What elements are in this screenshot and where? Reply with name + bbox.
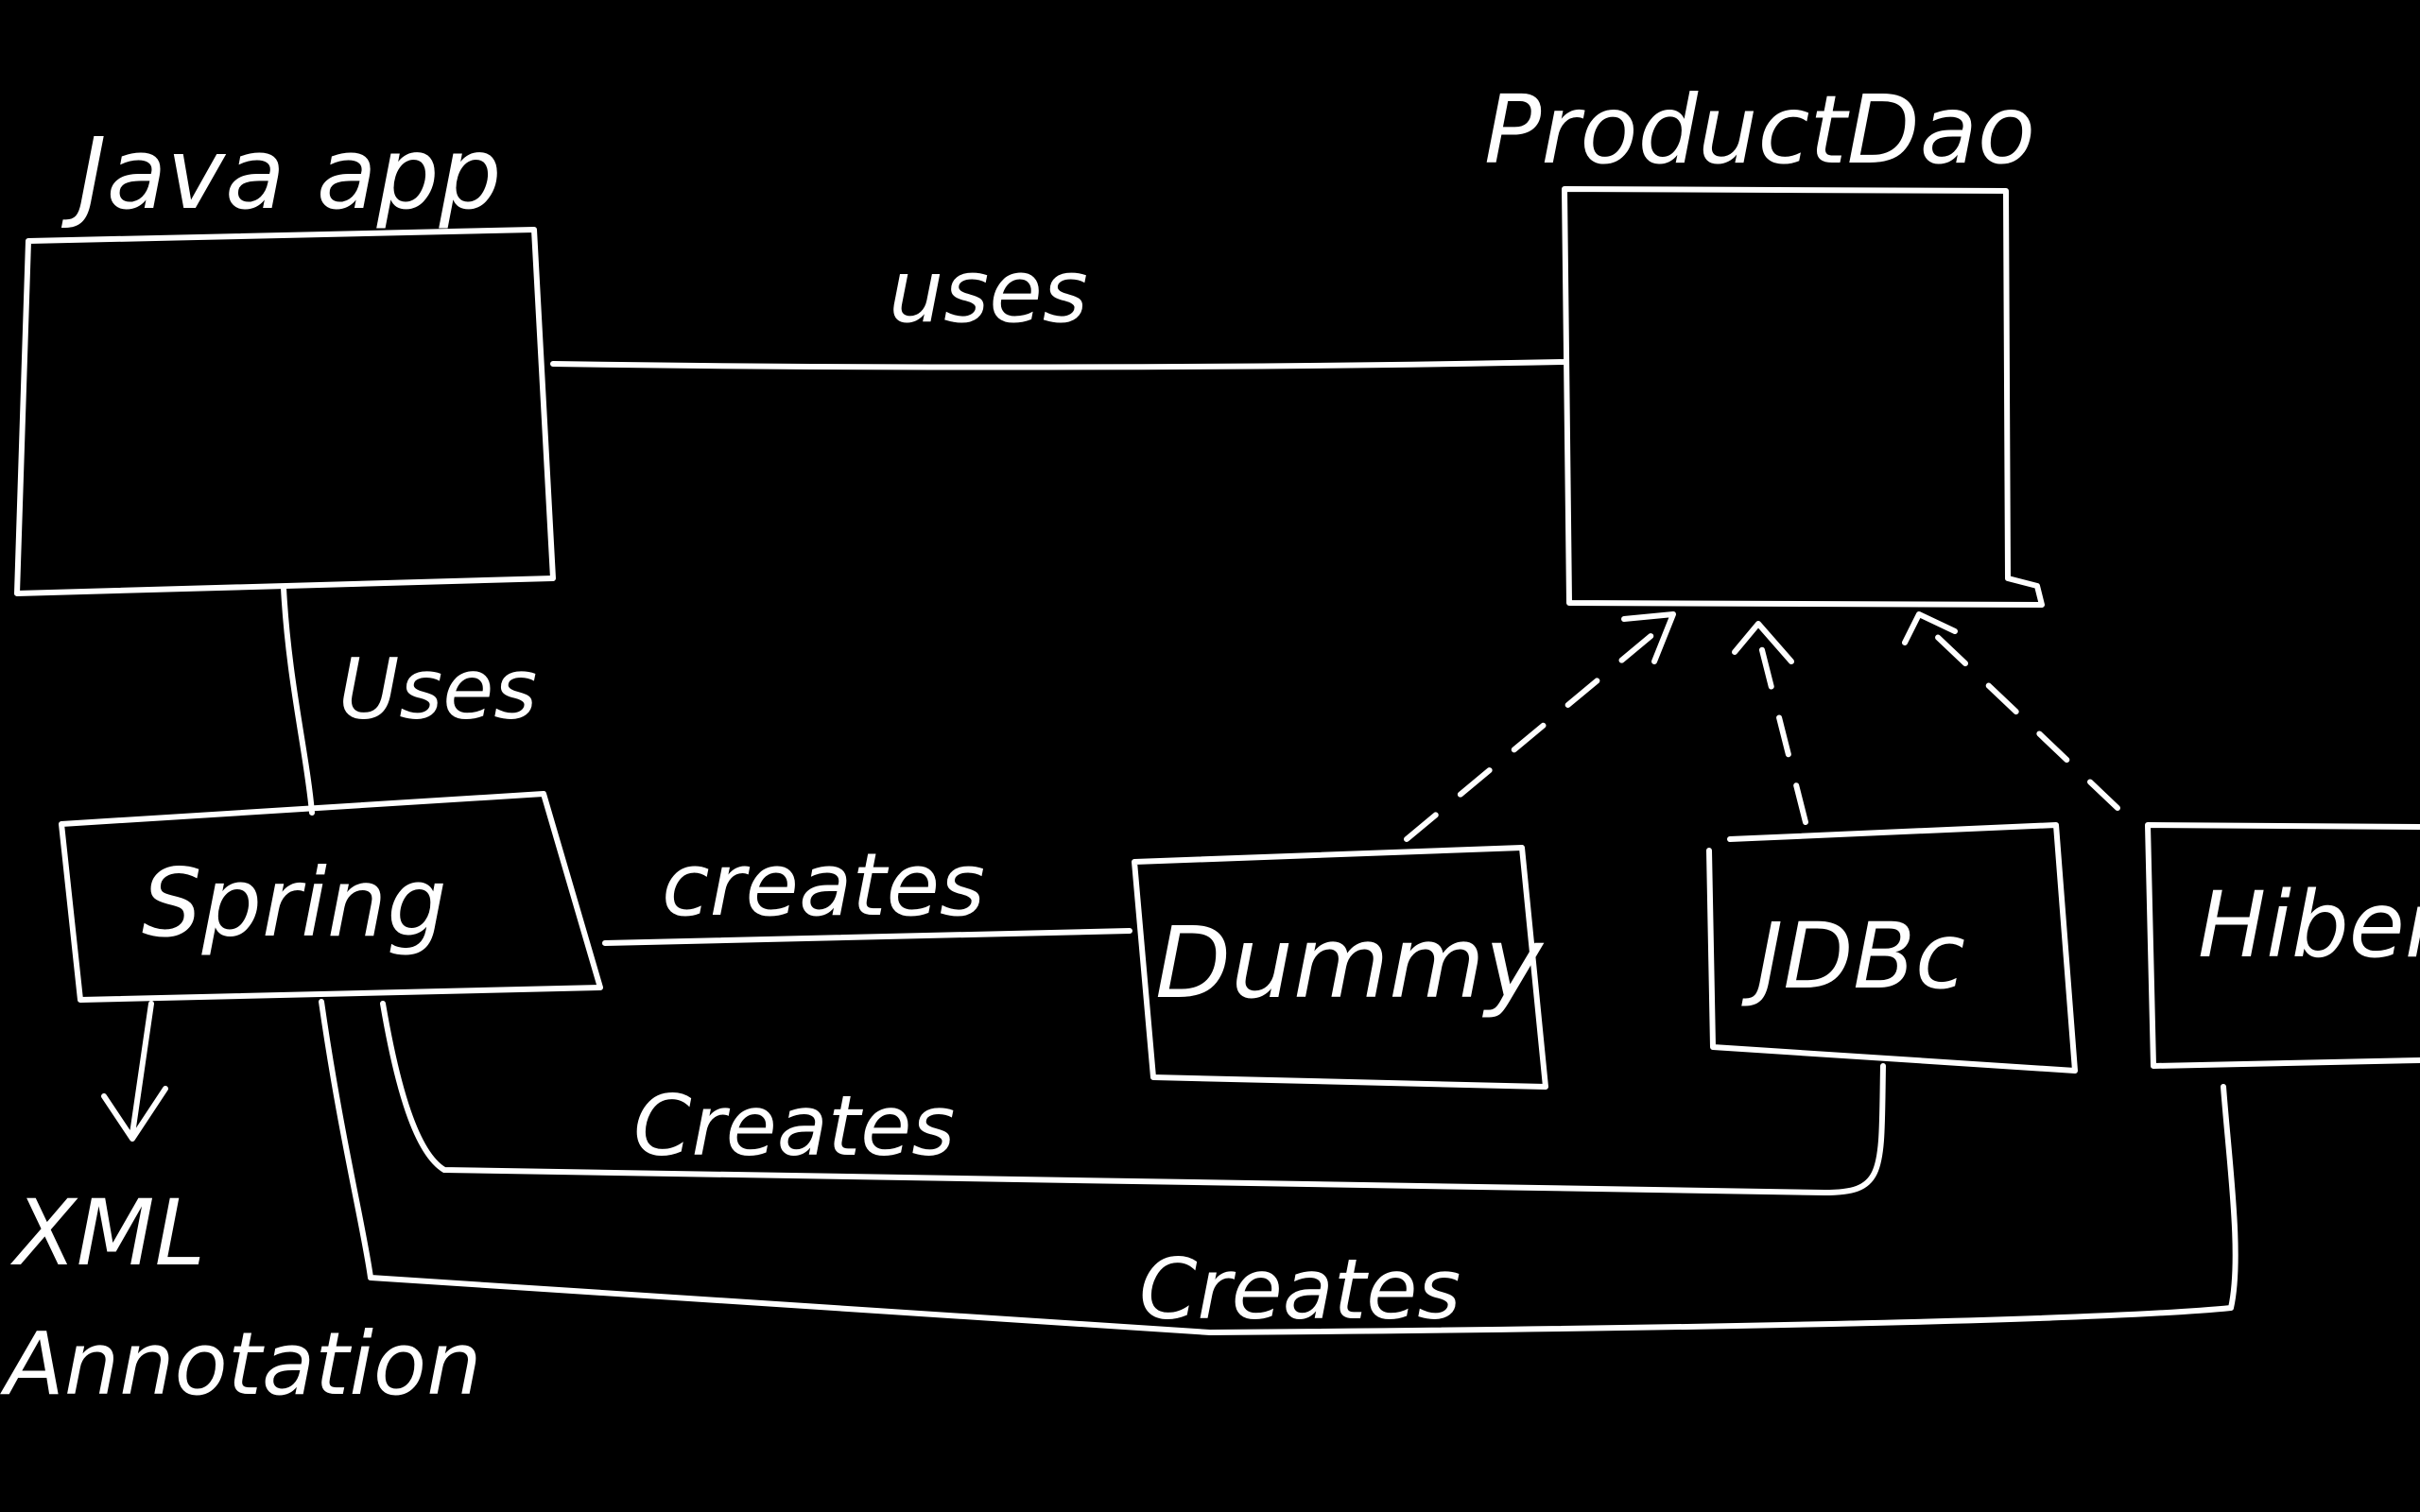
hibernate-title: Hiber [2198,872,2420,978]
creates-dummy-connector [602,928,1132,946]
hibernate-implements-dashed [1926,626,2120,811]
spring-title: Spring [142,848,447,958]
dummy-title: Dummy [1155,905,1545,1021]
java-app-title: Java app [60,116,502,232]
jdbc-box [1706,822,2078,1074]
uses-spring-connector [281,585,315,816]
hibernate-box [2145,822,2420,1069]
jdbc-arrowhead [1732,621,1794,664]
dummy-implements-dashed [1404,616,1674,842]
dummy-box [1132,845,1548,1090]
config-arrow [101,1001,168,1142]
uses-dao-label: uses [889,241,1088,342]
xml-label: XML [9,1180,205,1286]
creates-jdbc-connector [380,1001,1886,1195]
spring-box [59,791,603,1003]
hibernate-arrowhead [1902,611,1958,645]
product-dao-box [1562,186,2045,608]
creates-hibernate-label: Creates [1139,1241,1461,1338]
annotation-label: Annotation [0,1314,482,1415]
jdbc-implements-dashed [1757,640,1808,825]
dummy-arrowhead [1621,611,1676,664]
uses-spring-label: Uses [338,641,537,738]
creates-jdbc-label: Creates [633,1077,955,1175]
jdbc-title: JDBc [1741,903,1965,1009]
product-dao-title: ProductDao [1484,75,2035,185]
creates-dummy-label: creates [662,834,985,936]
uses-dao-connector [550,359,1567,370]
creates-hibernate-connector [319,999,2238,1335]
java-app-box [14,227,556,596]
